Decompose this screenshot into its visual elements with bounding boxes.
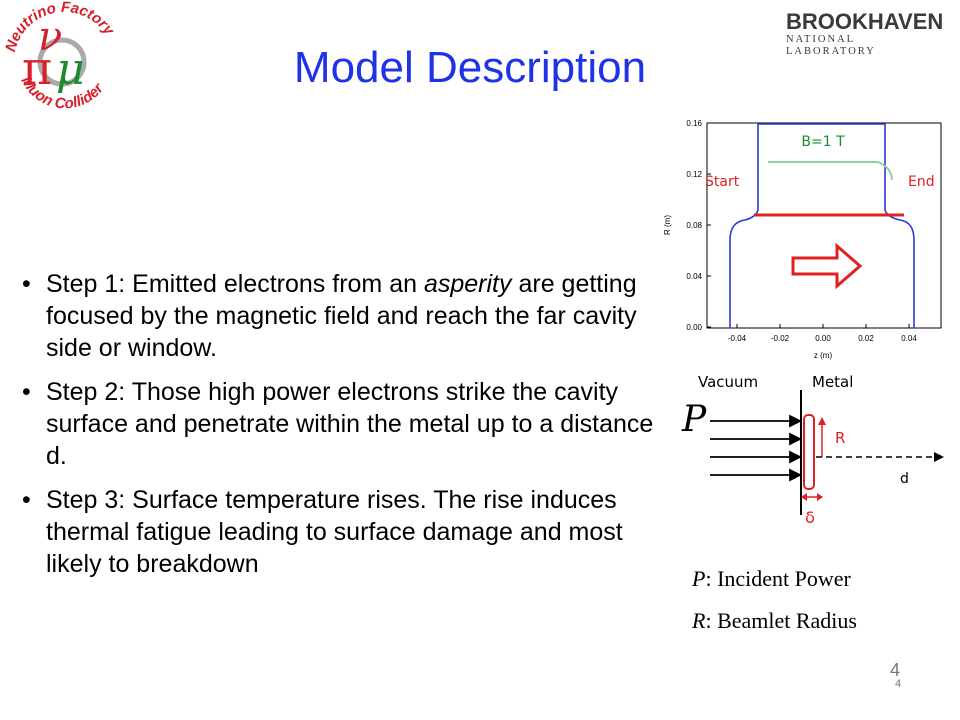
direction-arrow xyxy=(791,242,863,290)
bullet-dot: • xyxy=(22,486,31,514)
d-label: d xyxy=(900,471,909,487)
cavity-outline xyxy=(729,123,915,328)
legend-power: P: Incident Power xyxy=(692,566,851,591)
field-label: B=1 T xyxy=(801,134,845,150)
vacuum-label: Vacuum xyxy=(698,373,758,391)
metal-label: Metal xyxy=(812,373,853,391)
field-arrow xyxy=(768,161,893,181)
cavity-plot: 0.16 0.12 0.08 0.04 0.00 -0.04 -0.02 0.0… xyxy=(663,119,942,360)
ytick-label: 0.16 xyxy=(686,119,702,128)
ytick-label: 0.12 xyxy=(686,170,702,179)
end-label: End xyxy=(908,174,935,190)
bullet-list: • Step 1: Emitted electrons from an aspe… xyxy=(22,268,662,592)
mu-symbol: μ xyxy=(56,44,85,95)
brookhaven-logo: BROOKHAVEN NATIONAL LABORATORY xyxy=(786,10,946,58)
x-axis-label: z (m) xyxy=(814,351,833,360)
page-title: Model Description xyxy=(293,43,647,92)
y-axis-label: R (m) xyxy=(663,215,672,235)
bullet-dot: • xyxy=(22,270,31,298)
nf-mc-logo: Neutrino Factory Muon Collider π μ ν xyxy=(2,0,118,113)
bullet-item: • Step 2: Those high power electrons str… xyxy=(22,378,654,470)
start-label: Start xyxy=(705,174,740,190)
beamlet-region xyxy=(803,414,815,490)
ytick-label: 0.00 xyxy=(686,323,702,332)
ytick-label: 0.08 xyxy=(686,221,702,230)
page-number-small: 4 xyxy=(895,678,902,690)
xtick-label: -0.04 xyxy=(728,334,747,343)
ytick-label: 0.04 xyxy=(686,272,702,281)
delta-label: δ xyxy=(805,508,815,527)
nu-symbol: ν xyxy=(38,14,62,60)
p-symbol: P xyxy=(681,399,707,440)
xtick-label: 0.00 xyxy=(815,334,831,343)
bullet-dot: • xyxy=(22,378,31,406)
page-number: 4 xyxy=(890,660,901,680)
legend-radius: R: Beamlet Radius xyxy=(692,608,857,633)
xtick-label: -0.02 xyxy=(771,334,790,343)
bullet-item: • Step 1: Emitted electrons from an aspe… xyxy=(22,270,637,362)
r-label: R xyxy=(835,429,845,447)
pi-symbol: π xyxy=(22,41,52,95)
xtick-label: 0.04 xyxy=(901,334,917,343)
penetration-diagram: Vacuum Metal P R d δ xyxy=(681,373,944,527)
brookhaven-name: BROOKHAVEN xyxy=(786,9,944,34)
brookhaven-subtitle: NATIONAL LABORATORY xyxy=(786,34,876,57)
bullet-item: • Step 3: Surface temperature rises. The… xyxy=(22,486,623,578)
xtick-label: 0.02 xyxy=(858,334,874,343)
